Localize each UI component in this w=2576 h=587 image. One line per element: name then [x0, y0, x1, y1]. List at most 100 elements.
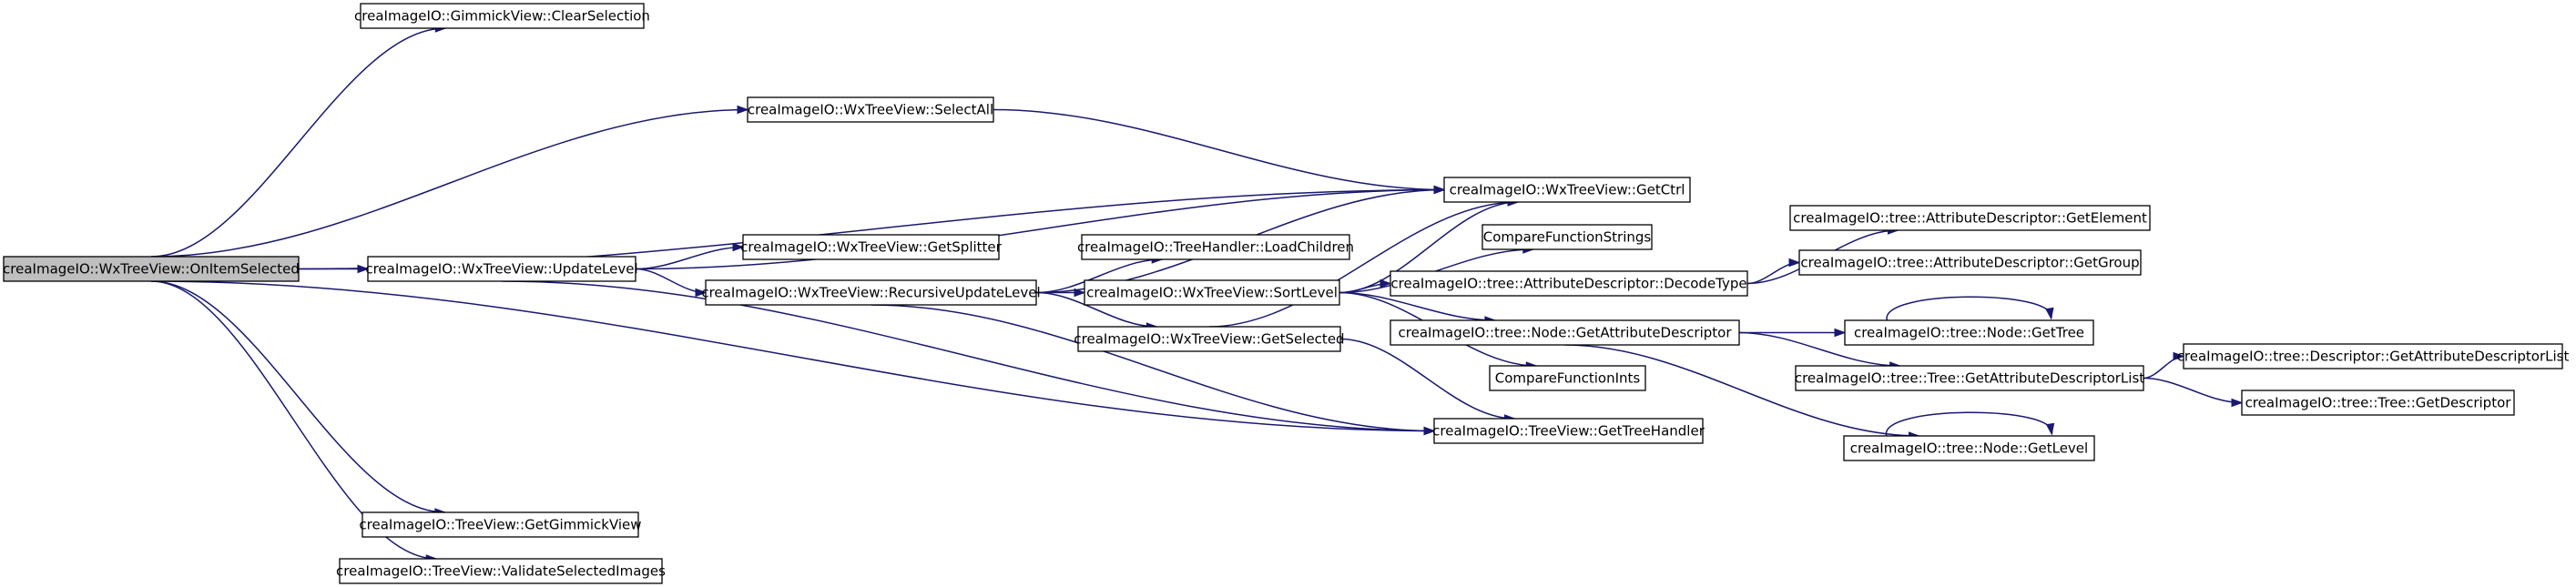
node-label-gettreehandler: creaImageIO::TreeView::GetTreeHandler: [1432, 423, 1705, 440]
node-box-getgroup[interactable]: [1798, 249, 2142, 276]
node-label-clearselection: creaImageIO::GimmickView::ClearSelection: [354, 8, 650, 25]
node-label-updatelevel: creaImageIO::WxTreeView::UpdateLevel: [365, 261, 637, 278]
node-box-gettree[interactable]: [1844, 319, 2094, 346]
node-box-getelement[interactable]: [1789, 205, 2151, 231]
node-box-getgimmickview[interactable]: [361, 511, 639, 538]
edge-getattributedescriptor-to-getlevel: [1564, 344, 1919, 437]
node-label-getelement: creaImageIO::tree::AttributeDescriptor::…: [1793, 210, 2147, 227]
node-box-gettreehandler[interactable]: [1433, 418, 1704, 444]
node-label-getattributedescriptorlist_desc: creaImageIO::tree::Descriptor::GetAttrib…: [2177, 349, 2570, 365]
node-decodetype[interactable]: creaImageIO::tree::AttributeDescriptor::…: [1390, 270, 1748, 297]
node-updatelevel[interactable]: creaImageIO::WxTreeView::UpdateLevel: [365, 256, 638, 282]
node-box-getattributedescriptor[interactable]: [1390, 319, 1740, 346]
node-box-sortlevel[interactable]: [1084, 279, 1340, 306]
node-getattributedescriptor[interactable]: creaImageIO::tree::Node::GetAttributeDes…: [1390, 319, 1740, 346]
node-box-selectall[interactable]: [747, 96, 994, 123]
node-getsplitter[interactable]: creaImageIO::WxTreeView::GetSplitter: [740, 234, 1003, 260]
edge-updatelevel-to-getsplitter: [635, 246, 744, 270]
edge-updatelevel-to-recursiveupdatelevel: [635, 268, 707, 294]
node-box-clearselection[interactable]: [360, 3, 645, 29]
edge-recursiveupdatelevel-to-loadchildren: [1035, 258, 1163, 294]
node-label-validateselectedimages: creaImageIO::TreeView::ValidateSelectedI…: [336, 563, 666, 580]
node-label-getlevel: creaImageIO::tree::Node::GetLevel: [1850, 440, 2088, 457]
node-getlevel[interactable]: creaImageIO::tree::Node::GetLevel: [1843, 435, 2095, 461]
node-label-decodetype: creaImageIO::tree::AttributeDescriptor::…: [1390, 276, 1746, 292]
node-label-sortlevel: creaImageIO::WxTreeView::SortLevel: [1086, 285, 1338, 301]
call-graph-nodes: creaImageIO::WxTreeView::OnItemSelectedc…: [3, 3, 2570, 584]
node-box-getsplitter[interactable]: [742, 234, 1000, 260]
node-label-gettree: creaImageIO::tree::Node::GetTree: [1854, 325, 2084, 341]
node-loadchildren[interactable]: creaImageIO::TreeHandler::LoadChildren: [1077, 234, 1354, 260]
node-label-getgimmickview: creaImageIO::TreeView::GetGimmickView: [359, 517, 641, 533]
node-box-getselected[interactable]: [1077, 326, 1341, 352]
node-box-updatelevel[interactable]: [367, 256, 636, 282]
edge-getattributedescriptorlist_tree-to-getdescriptor: [2143, 377, 2243, 404]
node-box-validateselectedimages[interactable]: [339, 558, 663, 584]
node-box-comparestrings[interactable]: [1481, 224, 1653, 250]
edge-onitemselected-to-validateselectedimages: [150, 280, 437, 560]
node-comparestrings[interactable]: CompareFunctionStrings: [1481, 224, 1653, 250]
node-getdescriptor[interactable]: creaImageIO::tree::Tree::GetDescriptor: [2241, 390, 2515, 416]
node-label-getselected: creaImageIO::WxTreeView::GetSelected: [1074, 331, 1344, 348]
edge-onitemselected-to-selectall: [150, 108, 748, 258]
node-label-getsplitter: creaImageIO::WxTreeView::GetSplitter: [740, 239, 1003, 256]
node-recursiveupdatelevel[interactable]: creaImageIO::WxTreeView::RecursiveUpdate…: [701, 279, 1041, 306]
node-sortlevel[interactable]: creaImageIO::WxTreeView::SortLevel: [1084, 279, 1340, 306]
node-selectall[interactable]: creaImageIO::WxTreeView::SelectAll: [747, 96, 994, 123]
node-box-decodetype[interactable]: [1390, 270, 1748, 297]
node-getattributedescriptorlist_tree[interactable]: creaImageIO::tree::Tree::GetAttributeDes…: [1795, 365, 2144, 391]
node-getgroup[interactable]: creaImageIO::tree::AttributeDescriptor::…: [1798, 249, 2142, 276]
node-box-onitemselected[interactable]: [3, 256, 300, 282]
arrowhead-onitemselected-to-selectall: [737, 105, 749, 115]
edge-recursiveupdatelevel-to-getselected: [1035, 291, 1157, 328]
edge-getattributedescriptor-to-getattributedescriptorlist_tree: [1738, 331, 1900, 367]
arrowhead-getattributedescriptor-to-gettree: [1834, 328, 1847, 338]
node-box-getattributedescriptorlist_desc[interactable]: [2183, 343, 2563, 369]
node-clearselection[interactable]: creaImageIO::GimmickView::ClearSelection: [354, 3, 650, 29]
node-gettree[interactable]: creaImageIO::tree::Node::GetTree: [1844, 319, 2094, 346]
node-getselected[interactable]: creaImageIO::WxTreeView::GetSelected: [1074, 326, 1345, 352]
node-compareints[interactable]: CompareFunctionInts: [1489, 365, 1646, 391]
node-validateselectedimages[interactable]: creaImageIO::TreeView::ValidateSelectedI…: [336, 558, 666, 584]
node-box-getctrl[interactable]: [1443, 177, 1691, 203]
edge-onitemselected-to-clearselection: [150, 27, 446, 258]
node-box-loadchildren[interactable]: [1081, 234, 1350, 260]
arrowhead-recursiveupdatelevel-to-getctrl: [1433, 185, 1446, 195]
node-box-getlevel[interactable]: [1843, 435, 2095, 461]
node-label-getctrl: creaImageIO::WxTreeView::GetCtrl: [1450, 182, 1685, 198]
node-label-recursiveupdatelevel: creaImageIO::WxTreeView::RecursiveUpdate…: [701, 285, 1040, 301]
edge-gettree-to-gettree: [1886, 296, 2052, 321]
arrowhead-updatelevel-to-recursiveupdatelevel: [695, 288, 708, 298]
edge-sortlevel-to-getattributedescriptor: [1339, 291, 1495, 321]
node-gettreehandler[interactable]: creaImageIO::TreeView::GetTreeHandler: [1432, 418, 1705, 444]
edge-onitemselected-to-gettreehandler: [150, 280, 1435, 432]
arrowhead-getattributedescriptorlist_tree-to-getdescriptor: [2231, 398, 2244, 408]
arrowhead-gettree-to-gettree: [2045, 307, 2054, 320]
arrowhead-getattributedescriptorlist_tree-to-getattributedescriptorlist_desc: [2173, 351, 2185, 361]
arrowhead-getlevel-to-getlevel: [2045, 422, 2055, 436]
node-box-compareints[interactable]: [1489, 365, 1646, 391]
node-onitemselected[interactable]: creaImageIO::WxTreeView::OnItemSelected: [3, 256, 300, 282]
node-label-getdescriptor: creaImageIO::tree::Tree::GetDescriptor: [2245, 395, 2512, 411]
edge-selectall-to-getctrl: [993, 108, 1445, 191]
edge-updatelevel-to-gettreehandler: [501, 280, 1435, 432]
node-label-comparestrings: CompareFunctionStrings: [1483, 229, 1652, 246]
node-box-recursiveupdatelevel[interactable]: [705, 279, 1037, 306]
arrowhead-updatelevel-to-getsplitter: [732, 242, 745, 252]
node-getgimmickview[interactable]: creaImageIO::TreeView::GetGimmickView: [359, 511, 642, 538]
call-graph-edges: [150, 24, 2244, 563]
node-getctrl[interactable]: creaImageIO::WxTreeView::GetCtrl: [1443, 177, 1691, 203]
arrowhead-decodetype-to-getgroup: [1788, 258, 1801, 268]
edge-getlevel-to-getlevel: [1885, 411, 2053, 437]
node-box-getattributedescriptorlist_tree[interactable]: [1795, 365, 2144, 391]
node-getelement[interactable]: creaImageIO::tree::AttributeDescriptor::…: [1789, 205, 2151, 231]
node-box-getdescriptor[interactable]: [2241, 390, 2515, 416]
arrowhead-recursiveupdatelevel-to-gettreehandler: [1423, 426, 1436, 436]
edge-recursiveupdatelevel-to-gettreehandler: [871, 304, 1435, 432]
node-label-getattributedescriptorlist_tree: creaImageIO::tree::Tree::GetAttributeDes…: [1795, 370, 2144, 387]
node-getattributedescriptorlist_desc[interactable]: creaImageIO::tree::Descriptor::GetAttrib…: [2177, 343, 2570, 369]
node-label-getgroup: creaImageIO::tree::AttributeDescriptor::…: [1800, 255, 2139, 271]
node-label-selectall: creaImageIO::WxTreeView::SelectAll: [748, 102, 993, 118]
arrowhead-sortlevel-to-decodetype: [1380, 278, 1392, 288]
